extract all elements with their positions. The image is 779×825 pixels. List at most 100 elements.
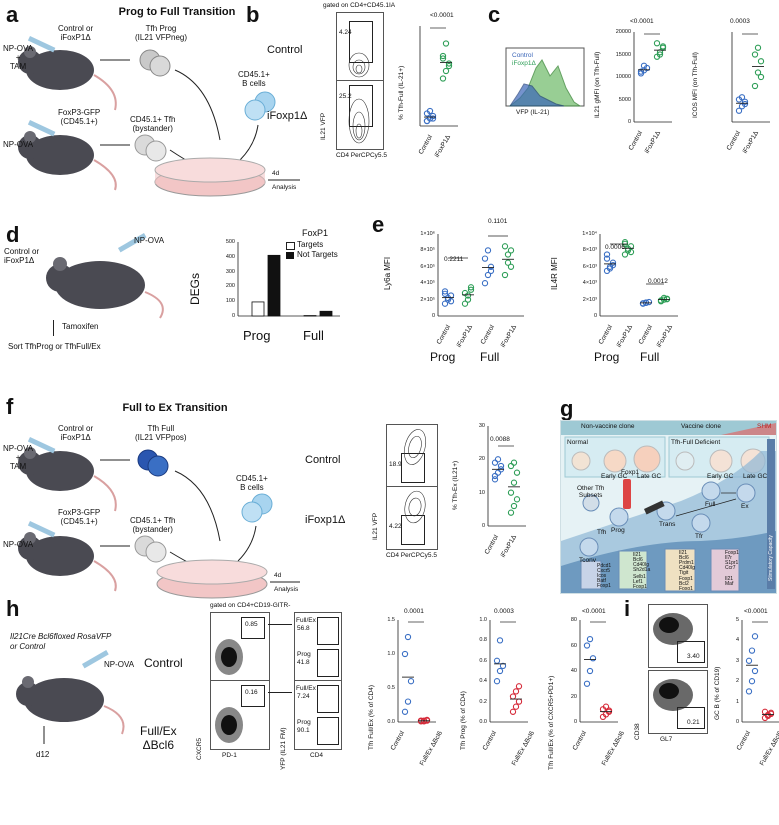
plot-i-tick-label: 5 xyxy=(735,617,739,623)
plot-e1-tick-label: 1×10⁶ xyxy=(420,231,435,237)
facs-i-pct2: 0.21 xyxy=(687,719,700,726)
plot-e2-xcat3: iFoxP1Δ xyxy=(655,324,675,349)
panel-a-schematic xyxy=(18,35,300,197)
panel-f-bottom-cells: CD45.1+ Tfh (bystander) xyxy=(130,516,176,534)
panel-g-svg xyxy=(561,421,776,593)
plot-e2-point xyxy=(609,259,617,266)
facs-h-sub2b-val: 90.1 xyxy=(297,727,310,734)
plot-b-point xyxy=(423,117,431,125)
plot-e1-group-prog: Prog xyxy=(430,350,456,364)
plot-e1-xcat2: Control xyxy=(479,324,497,346)
panel-h-mouse xyxy=(16,650,125,744)
panel-g-genes-ex-down: Il21 Maf xyxy=(725,576,734,587)
plot-e1-point xyxy=(501,271,509,279)
panel-g-full: Full xyxy=(705,501,716,508)
plot-h1-tick-label: 0.5 xyxy=(387,685,395,691)
facs-h-sub1b: Prog xyxy=(297,651,311,658)
plot-h2-tick-label: 0.4 xyxy=(479,678,487,685)
facs-f-pct2: 4.22 xyxy=(389,523,402,530)
plot-d-group-prog: Prog xyxy=(243,328,271,343)
plot-b-point xyxy=(445,60,453,67)
plot-b-point xyxy=(445,62,453,70)
plot-c1-svg xyxy=(633,32,672,123)
plot-e1-point xyxy=(504,251,512,258)
facs-i-xaxis: GL7 xyxy=(660,736,673,743)
plot-c1-point xyxy=(656,51,664,58)
facs-i-control: 3.40 xyxy=(648,604,708,668)
plot-f-point xyxy=(507,462,515,470)
facs-f-yaxis: IL21 VFP xyxy=(372,512,379,540)
panel-g-tconv: Tconv xyxy=(579,557,596,564)
facs-f-ifoxp1: 4.22 xyxy=(386,486,438,550)
plot-b-pval: <0.0001 xyxy=(430,12,454,19)
plot-h3-pval: <0.0001 xyxy=(582,608,606,615)
panel-d-mouse xyxy=(46,232,164,319)
plot-b-xcat0: Control xyxy=(417,134,435,156)
plot-c1-point xyxy=(637,68,645,75)
panel-f-top-genotype: Control or iFoxP1Δ xyxy=(58,424,94,442)
plot-h2-point xyxy=(509,693,517,700)
plot-e1-point xyxy=(507,247,515,254)
panel-label-g: g xyxy=(560,396,574,421)
plot-h3-point xyxy=(586,635,594,643)
plot-h2-point xyxy=(515,683,523,690)
plot-b-svg xyxy=(419,26,458,127)
facs-h-sub1a: Full/Ex xyxy=(296,617,316,624)
plot-h1-point xyxy=(401,650,409,658)
plot-f-point xyxy=(491,472,499,480)
facs-h-sub1a-val: 56.8 xyxy=(297,625,310,632)
panel-a-bcells: CD45.1+ B cells xyxy=(238,70,270,88)
panel-g-other: Other Tfh Subsets xyxy=(577,485,605,499)
panel-g-late2: Late GC xyxy=(743,473,768,480)
plot-c2-point xyxy=(741,100,749,108)
plot-d-tick-label: 200 xyxy=(225,283,235,290)
panel-g-genes-full-down: Foxp1 Bcl2 Foxo1 xyxy=(679,576,693,592)
plot-h2-pval: 0.0003 xyxy=(494,608,514,615)
plot-c2-xcat1: iFoxP1Δ xyxy=(741,130,761,155)
panel-g-ex: Ex xyxy=(741,503,749,510)
plot-c1-pval: <0.0001 xyxy=(630,18,654,25)
plot-f-point xyxy=(497,462,505,470)
plot-h2-point xyxy=(496,667,504,675)
facs-h-bcl6: 0.16 xyxy=(210,680,270,750)
plot-f-point xyxy=(494,469,502,476)
plot-d-legend-title: FoxP1 xyxy=(302,228,329,238)
plot-f-point xyxy=(513,496,521,503)
plot-h1-xcat0: Control xyxy=(389,730,407,752)
plot-h3-point xyxy=(583,642,591,649)
panel-c-legend-control: Control xyxy=(512,52,533,59)
facs-b-xaxis: CD4 PerCPCy5.5 xyxy=(336,152,387,159)
facs-h-yaxis1: CXCR5 xyxy=(196,737,203,760)
panel-h-injection: NP-OVA xyxy=(104,660,135,669)
plot-i-point xyxy=(751,633,759,640)
plot-e1-point xyxy=(447,298,455,305)
plot-b-point xyxy=(442,40,450,47)
panel-g-late1: Late GC xyxy=(637,473,662,480)
plot-e2-tick-label: 4×10³ xyxy=(582,280,597,287)
plot-e2-xcat2: Control xyxy=(637,324,655,346)
plot-e2-point xyxy=(645,298,653,306)
plot-h3-xcat0: Control xyxy=(571,730,589,752)
plot-c1-ylabel: IL21 gMFI (on Tfh-Full) xyxy=(594,51,601,118)
panel-f-analysis: Analysis xyxy=(274,586,299,593)
panel-a-bottom-genotype: FoxP3-GFP (CD45.1+) xyxy=(58,108,101,126)
panel-label-a: a xyxy=(6,2,19,27)
plot-h1-xcat1: Full/Ex ΔBcl6 xyxy=(418,730,445,767)
panel-c-legend-ifoxp1: iFoxp1Δ xyxy=(512,60,536,67)
facs-b-ifoxp1: 25.2 xyxy=(336,80,384,150)
plot-h3-svg xyxy=(579,620,618,723)
plot-c2-point xyxy=(741,98,749,105)
panel-g-legend-vaccine: Vaccine clone xyxy=(681,423,721,430)
plot-c1-tick-label: 15000 xyxy=(615,51,631,58)
panel-a-bottom-cells: CD45.1+ Tfh (bystander) xyxy=(130,115,176,133)
panel-d-genotype: Control or iFoxP1Δ xyxy=(4,247,40,265)
panel-h-row1: Control xyxy=(144,656,183,670)
plot-h1-tick-label: 1.0 xyxy=(387,651,395,657)
plot-i-tick-label: 3 xyxy=(735,657,739,664)
plot-i-ylabel: GC B (% of CD19) xyxy=(714,666,721,720)
plot-i-tick-label: 2 xyxy=(735,678,739,685)
plot-h1-ylabel: Tfh Full/Ex (% of CD4) xyxy=(368,684,375,750)
panel-f-row1: Control xyxy=(305,454,341,466)
panel-g-normal: Normal xyxy=(567,439,588,446)
plot-e2-point xyxy=(660,294,668,302)
